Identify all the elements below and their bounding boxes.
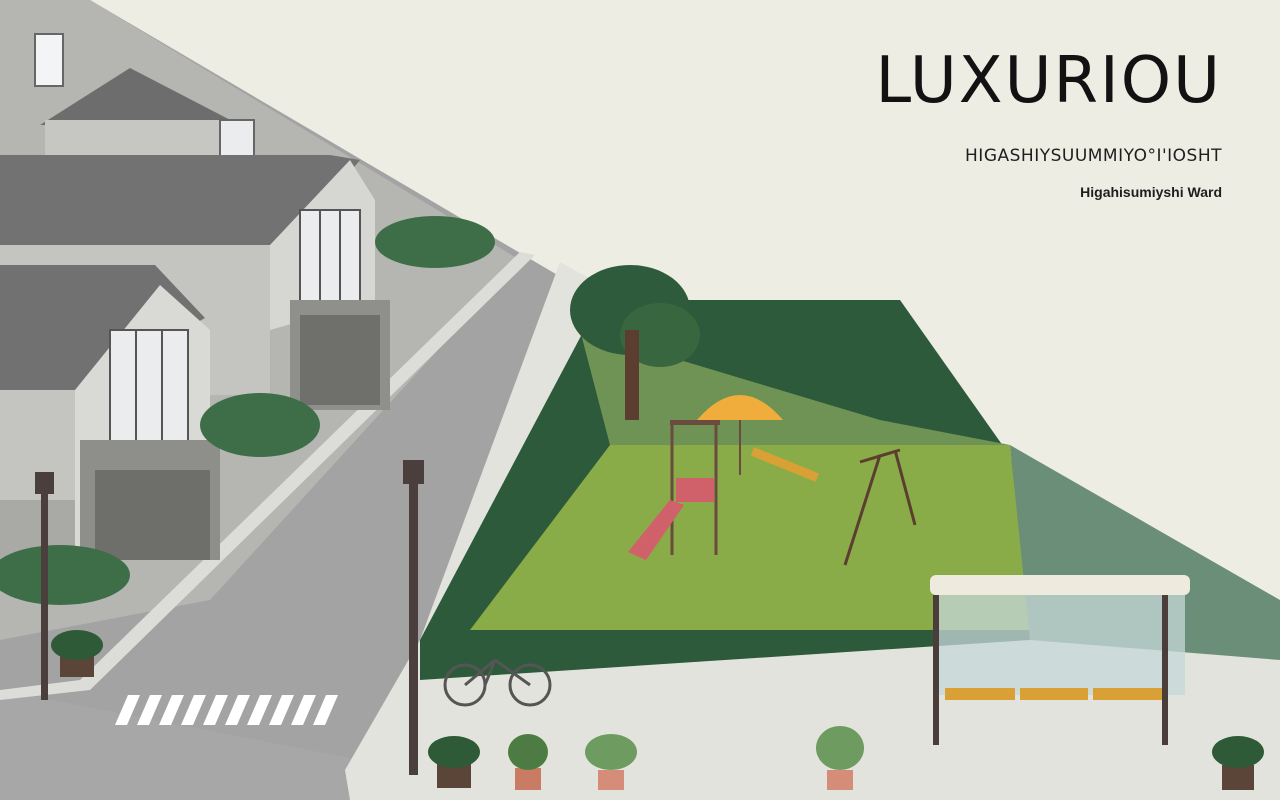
- park-lawn: [470, 445, 1030, 630]
- house-window-top: [34, 33, 64, 87]
- bench-plank: [750, 447, 819, 482]
- park-back-lawn: [580, 330, 1010, 445]
- headline: LUXURIOU: [875, 44, 1222, 118]
- bus-shelter-icon: [930, 575, 1190, 745]
- umbrella: [697, 395, 783, 475]
- subtitle: HIGASHIYSUUMMIYO°I'IOSHT: [965, 146, 1222, 166]
- crosswalk: [115, 695, 338, 725]
- street-lamp-icon: [35, 460, 424, 775]
- potted-plant-icon: [51, 630, 1264, 790]
- slide-icon: [628, 420, 720, 560]
- tree-icon: [570, 265, 700, 420]
- ward-label: Higahisumiyshi Ward: [1080, 184, 1222, 200]
- playground: [628, 395, 917, 566]
- bicycle-icon: [443, 658, 552, 707]
- swing-icon: [843, 448, 917, 566]
- road-corner: [0, 690, 440, 800]
- sidewalk-left: [0, 252, 535, 700]
- left-shrubs: [0, 216, 495, 605]
